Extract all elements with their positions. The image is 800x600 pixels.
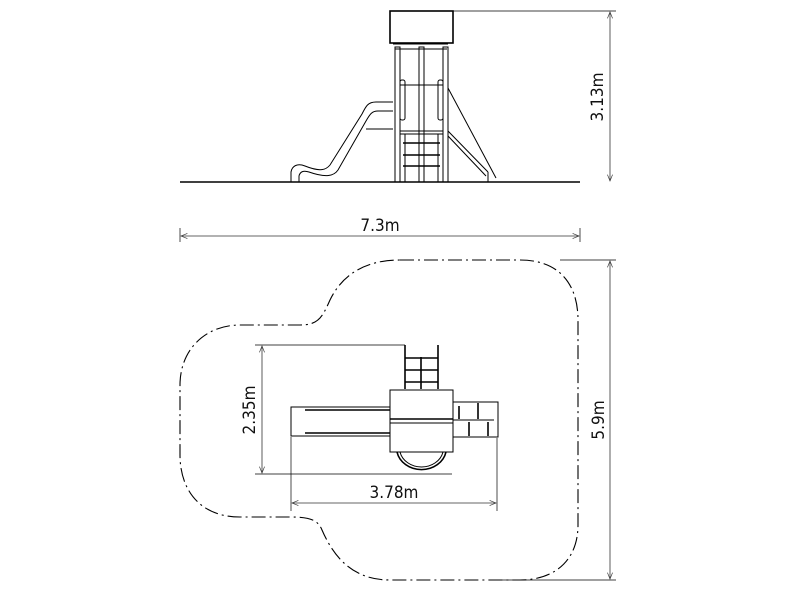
safety-zone-outline	[179, 259, 579, 581]
step-ramp-plan	[452, 401, 499, 438]
overall-width-label: 7.3m	[360, 216, 399, 236]
handle-right	[437, 79, 444, 121]
tower-post-right	[442, 46, 449, 183]
overall-depth-dimension: 5.9m	[500, 259, 616, 581]
tower-post-left	[394, 46, 401, 183]
equipment-depth-label: 2.35m	[240, 386, 260, 435]
plan-view: 7.3m 5.9m	[179, 216, 616, 581]
platform-plan	[389, 389, 454, 453]
equipment-width-label: 3.78m	[370, 483, 419, 503]
height-dimension: 3.13m	[453, 10, 616, 181]
tower-post-center	[418, 46, 425, 183]
slide-elevation	[290, 101, 393, 182]
overall-width-dimension: 7.3m	[179, 216, 581, 242]
climbing-net-elevation	[447, 87, 497, 182]
equipment-depth-dimension: 2.35m	[240, 344, 452, 475]
tower-roof-panel	[389, 10, 454, 44]
tower-elevation	[290, 10, 497, 183]
crawl-tunnel-plan	[396, 451, 447, 471]
elevation-view: 3.13m	[180, 10, 616, 183]
rope-ladder-elevation	[403, 134, 440, 182]
handle-left	[399, 79, 406, 121]
overall-depth-label: 5.9m	[589, 400, 609, 439]
equipment-plan	[290, 345, 499, 471]
height-dimension-label: 3.13m	[588, 73, 608, 122]
slide-plan	[290, 406, 391, 437]
equipment-width-dimension: 3.78m	[290, 437, 498, 511]
rope-ladder-plan	[404, 345, 439, 389]
